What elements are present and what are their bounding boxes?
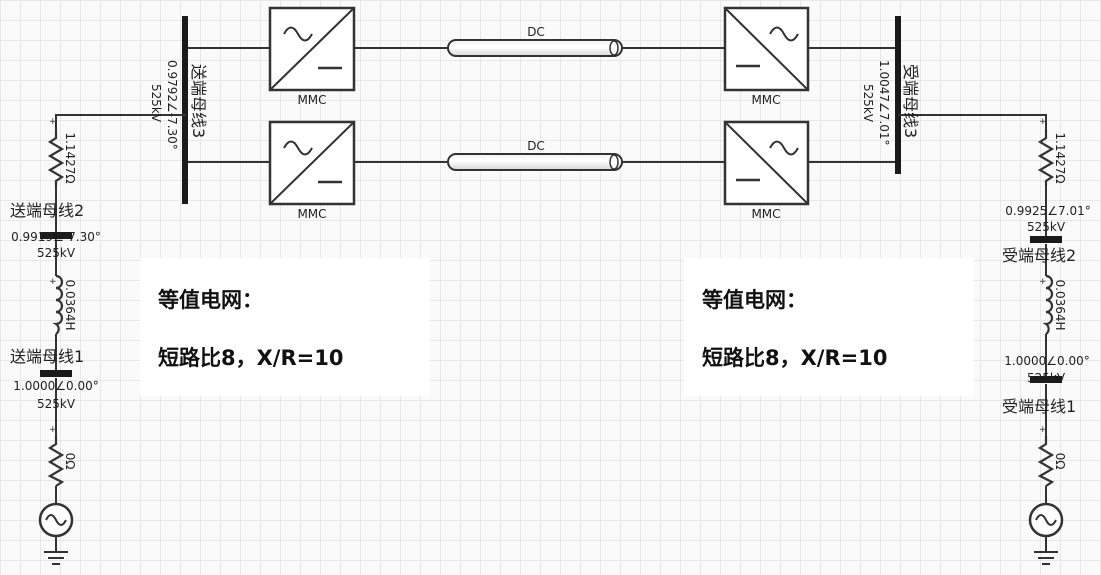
receiving-bus3-bar[interactable] xyxy=(895,16,901,174)
plus-sign: + xyxy=(49,425,57,435)
receiving-bus3-name: 受端母线3 xyxy=(901,64,920,138)
receiving-bus2-voltage: 0.9925∠7.01° xyxy=(1005,204,1090,218)
dc-label: DC xyxy=(527,139,545,153)
receiving-bus3-voltage: 1.0047∠7.01° xyxy=(877,60,891,145)
sending-ground-icon xyxy=(44,551,68,565)
sending-source-resistor-value: 0Ω xyxy=(63,453,77,470)
sending-bus2-bar[interactable] xyxy=(40,232,72,239)
sending-bus2-kv: 525kV xyxy=(37,246,76,260)
receiving-bus1-name: 受端母线1 xyxy=(1002,397,1076,416)
receiving-bus3-kv: 525kV xyxy=(861,84,875,123)
mmc-converter-top-left[interactable]: MMC xyxy=(268,6,356,107)
dc-label: DC xyxy=(527,25,545,39)
receiving-ac-source[interactable] xyxy=(1028,502,1064,538)
mmc-converter-top-right[interactable]: MMC xyxy=(723,6,810,107)
receiving-inductor[interactable] xyxy=(1042,274,1054,335)
dc-cable-top[interactable]: DC xyxy=(447,25,623,57)
receiving-bus2-name: 受端母线2 xyxy=(1002,246,1076,265)
plus-sign: + xyxy=(49,117,57,127)
sending-bus1-voltage: 1.0000∠0.00° xyxy=(13,379,98,393)
sending-bus3-voltage: 0.9792∠-7.30° xyxy=(165,60,179,150)
sending-bus2-name: 送端母线2 xyxy=(10,201,84,220)
receiving-bus1-bar[interactable] xyxy=(1030,376,1062,383)
plus-sign: + xyxy=(1039,425,1047,435)
mmc-label: MMC xyxy=(751,207,780,221)
receiving-inductor-value: 0.0364H xyxy=(1053,279,1067,330)
receiving-wires xyxy=(898,114,1047,552)
dc-cable-bottom[interactable]: DC xyxy=(447,139,623,171)
sending-bus1-bar[interactable] xyxy=(40,370,72,377)
note-title: 等值电网： xyxy=(158,288,263,312)
receiving-resistor-value: 1.1427Ω xyxy=(1053,132,1067,183)
sending-bus3-name: 送端母线3 xyxy=(189,64,208,138)
sending-source-resistor[interactable] xyxy=(47,436,65,487)
sending-resistor[interactable] xyxy=(47,130,65,186)
receiving-grid-note: 等值电网： 短路比8，X/R=10 xyxy=(684,258,974,396)
note-params: 短路比8，X/R=10 xyxy=(702,346,888,370)
receiving-source-resistor-value: 0Ω xyxy=(1053,453,1067,470)
mmc-label: MMC xyxy=(297,207,326,221)
plus-sign: + xyxy=(1039,117,1047,127)
sending-bus3-bar[interactable] xyxy=(182,16,188,204)
note-title: 等值电网： xyxy=(702,288,807,312)
mmc-converter-bottom-right[interactable]: MMC xyxy=(723,120,810,221)
receiving-source-resistor[interactable] xyxy=(1037,436,1055,487)
note-params: 短路比8，X/R=10 xyxy=(158,346,344,370)
sending-resistor-value: 1.1427Ω xyxy=(63,132,77,183)
sending-wires xyxy=(55,114,186,552)
sending-bus1-kv: 525kV xyxy=(37,397,76,411)
sending-ac-source[interactable] xyxy=(38,502,74,538)
mmc-label: MMC xyxy=(297,93,326,107)
plus-sign: + xyxy=(1039,277,1047,287)
mmc-converter-bottom-left[interactable]: MMC xyxy=(268,120,356,221)
receiving-bus2-kv: 525kV xyxy=(1027,220,1066,234)
sending-grid-note: 等值电网： 短路比8，X/R=10 xyxy=(140,258,430,396)
receiving-bus2-bar[interactable] xyxy=(1030,236,1062,243)
converter-wires xyxy=(186,47,898,163)
receiving-bus1-voltage: 1.0000∠0.00° xyxy=(1004,354,1089,368)
sending-bus1-name: 送端母线1 xyxy=(10,347,84,366)
sending-bus2-voltage: 0.9919∠-7.30° xyxy=(11,230,101,244)
receiving-bus1-kv: 525kV xyxy=(1027,371,1066,385)
plus-sign: + xyxy=(49,277,57,287)
sending-inductor-value: 0.0364H xyxy=(63,279,77,330)
receiving-resistor[interactable] xyxy=(1037,130,1055,186)
mmc-label: MMC xyxy=(751,93,780,107)
receiving-ground-icon xyxy=(1034,551,1058,565)
sending-bus3-kv: 525kV xyxy=(149,84,163,123)
sending-inductor[interactable] xyxy=(52,274,64,335)
